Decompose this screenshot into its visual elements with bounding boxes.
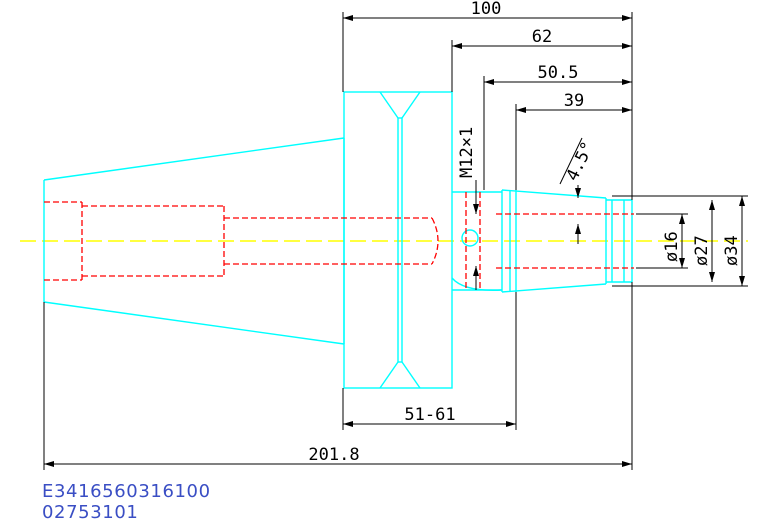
part-number: E3416560316100 [42, 481, 211, 502]
dim-total-length: 201.8 [308, 445, 359, 465]
dim-length-range: 51-61 [404, 405, 455, 425]
dim-length-62: 62 [532, 27, 552, 47]
order-number: 02753101 [42, 502, 139, 523]
dimension-lines [43, 12, 748, 470]
dim-length-39: 39 [564, 91, 584, 111]
dim-diameter-34: ø34 [722, 235, 742, 266]
dim-diameter-16: ø16 [662, 231, 682, 262]
dim-thread: M12×1 [457, 127, 477, 178]
hidden-bore-lines [44, 192, 634, 290]
holder-outline [43, 91, 633, 389]
dim-diameter-27: ø27 [692, 235, 712, 266]
dim-taper-angle: 4.5° [563, 139, 599, 185]
dim-length-50-5: 50.5 [538, 63, 579, 83]
dim-length-100: 100 [471, 0, 502, 19]
